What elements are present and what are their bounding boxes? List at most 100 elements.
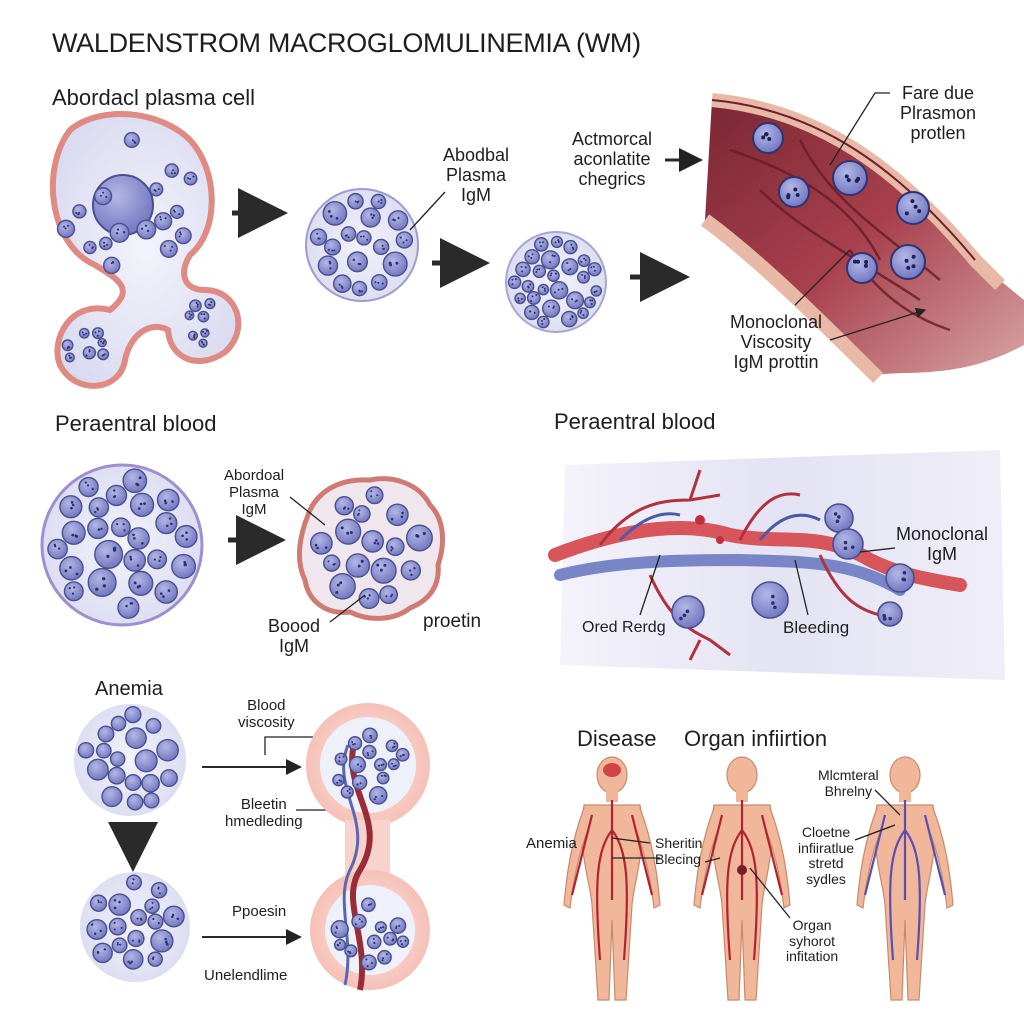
cell [379, 585, 398, 605]
cell [95, 742, 112, 759]
label-ppoesin: Ppoesin [232, 903, 287, 920]
cell [346, 251, 369, 273]
cell [141, 773, 160, 793]
cell [526, 290, 541, 305]
cell [383, 931, 398, 946]
cell [94, 539, 124, 569]
cell [382, 251, 408, 277]
cell [159, 239, 178, 258]
cell [332, 773, 345, 787]
cell [344, 944, 358, 958]
label-abnormal-accumulate: Actmorcal aconlatite chegrics [572, 129, 653, 190]
cell [88, 497, 110, 518]
cell [107, 766, 126, 785]
cell [128, 570, 154, 596]
cell [124, 773, 142, 791]
cell [61, 339, 74, 352]
label-blood-igm: Boood IgM [268, 616, 321, 657]
label-blood-viscosity: Blood viscosity [238, 697, 295, 731]
leader-monoclonal [794, 249, 851, 306]
cell [108, 893, 131, 916]
cell [187, 330, 199, 341]
cell [110, 517, 131, 538]
label-cloetne: Cloetne infiiratlue stretd sydles [798, 824, 855, 888]
cell [123, 131, 140, 148]
cell [385, 739, 399, 753]
cell [126, 874, 143, 891]
heading-organ-infiltration: Organ infiirtion [684, 726, 828, 751]
cell [154, 580, 179, 604]
cell [540, 250, 561, 270]
cell [322, 554, 341, 572]
heading-peripheral-blood-left: Peraentral blood [55, 411, 217, 436]
cell [97, 725, 115, 743]
cell [101, 785, 123, 808]
cell [98, 236, 113, 251]
cell [356, 230, 372, 246]
cell [577, 270, 591, 284]
cell [77, 741, 95, 759]
cell [78, 476, 99, 498]
cell [123, 549, 147, 572]
anemia-cells [77, 705, 179, 811]
cell [155, 512, 178, 535]
cell [550, 235, 564, 249]
cell [143, 792, 160, 809]
cell [150, 881, 168, 899]
cell [164, 163, 180, 178]
cell [514, 292, 526, 305]
cell [507, 275, 522, 290]
cell [83, 240, 97, 255]
leader-mlcmteral [874, 789, 901, 816]
cell [547, 269, 560, 283]
cell [309, 531, 333, 555]
cell [117, 596, 140, 619]
leader-bleeding [794, 559, 809, 616]
cell [330, 919, 350, 939]
cell [583, 296, 596, 309]
heading-peripheral-blood-right: Peraentral blood [554, 409, 716, 434]
cell [156, 738, 179, 762]
label-sheitin-blecing: Sheritin Blecing [655, 835, 703, 867]
cell [322, 201, 348, 226]
label-abnormal-plasma-igm-top: Abodbal Plasma IgM [443, 145, 510, 206]
cell [97, 337, 107, 348]
vessel-cells [752, 122, 930, 284]
cell [171, 553, 197, 579]
cell [358, 588, 380, 610]
cell [532, 264, 547, 279]
cell [156, 488, 180, 512]
label-organ-syhorot: Organ syhorot infitation [786, 917, 839, 965]
cell [365, 486, 384, 505]
cell [370, 273, 388, 291]
cell [386, 503, 409, 527]
cell [154, 212, 173, 231]
cell [377, 949, 392, 965]
cell [361, 530, 384, 553]
cell [147, 549, 168, 570]
cell [368, 786, 388, 805]
cell [86, 758, 109, 781]
lower-cells [86, 874, 185, 970]
cell [395, 231, 414, 249]
cell [587, 262, 602, 277]
leader-blood-igm [329, 594, 366, 623]
heading-anemia: Anemia [95, 678, 163, 700]
cell [108, 917, 127, 936]
cell [93, 187, 113, 206]
cell [523, 304, 540, 321]
cell [345, 553, 371, 578]
cell [352, 505, 371, 523]
cell [89, 894, 108, 912]
cell [147, 913, 164, 930]
cell [126, 793, 144, 811]
heading-abnormal-plasma-cell: Abordacl plasma cell [52, 85, 255, 110]
cell [396, 935, 410, 948]
leader-igm-top [409, 191, 446, 231]
label-protein: proetin [423, 611, 482, 632]
cell [136, 219, 157, 240]
label-bleetin-hmedleding: Bleetin hmedleding [225, 796, 303, 830]
label-monoclonal-viscosity: Monoclonal Viscosity IgM prottin [730, 312, 823, 373]
cell [72, 204, 87, 219]
